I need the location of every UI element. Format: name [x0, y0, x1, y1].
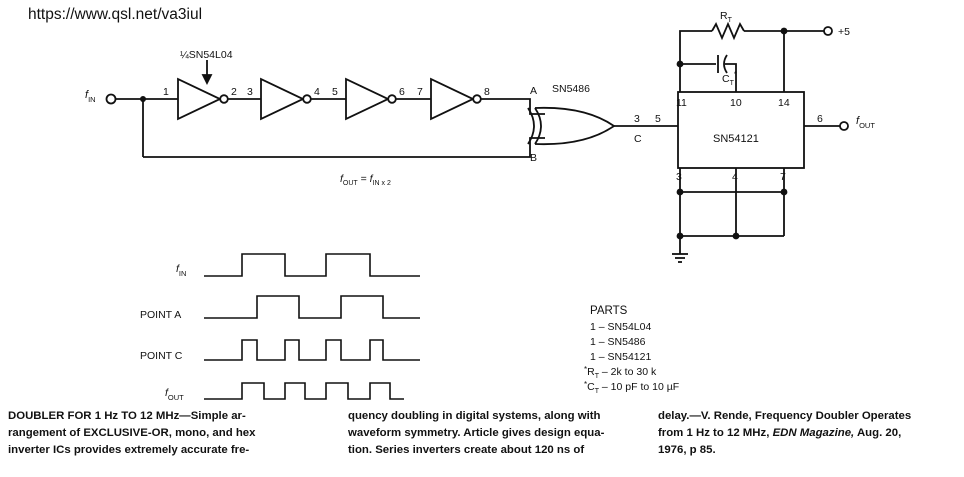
mono-label: SN54121: [713, 133, 759, 145]
parts-line: 1 – SN5486: [590, 336, 646, 348]
inverter-label: ¼SN54L04: [180, 49, 233, 61]
parts-title: PARTS: [590, 305, 628, 317]
rt-label: RT: [720, 10, 733, 24]
pin-number: 5: [655, 113, 661, 125]
waveform-label-point-c: POINT C: [140, 350, 183, 362]
junction-dot: [676, 188, 684, 196]
xor-label: SN5486: [552, 83, 590, 95]
waveform-point-c: [204, 339, 420, 361]
pin-number: 7: [417, 86, 423, 98]
node-label-b: B: [530, 152, 537, 164]
pin-number: 3: [634, 113, 640, 125]
caption-line: quency doubling in digital systems, alon…: [348, 410, 601, 422]
parts-line: 1 – SN54L04: [590, 321, 651, 333]
supply-label: +5: [838, 26, 850, 38]
junction-dot: [140, 96, 146, 102]
pin-number: 7: [780, 171, 786, 183]
url-label[interactable]: https://www.qsl.net/va3iul: [28, 6, 203, 23]
junction-dot: [780, 27, 788, 35]
caption-line: DOUBLER FOR 1 Hz TO 12 MHz—Simple ar-: [8, 410, 246, 422]
pin-number: 14: [778, 97, 790, 109]
caption-line: inverter ICs provides extremely accurate…: [8, 444, 250, 456]
parts-line-rt: *RT – 2k to 30 k: [584, 365, 657, 380]
node-label-a: A: [530, 85, 537, 97]
pin-number: 2: [231, 86, 237, 98]
caption-line: from 1 Hz to 12 MHz, EDN Magazine, Aug. …: [658, 427, 902, 439]
ct-label: CT*: [722, 70, 737, 87]
pin-number: 3: [676, 171, 682, 183]
junction-dot: [676, 232, 684, 240]
waveform-fout: [204, 382, 404, 400]
supply-terminal: [823, 26, 833, 36]
node-label-c: C: [634, 133, 642, 145]
caption-line: rangement of EXCLUSIVE-OR, mono, and hex: [8, 427, 256, 439]
pin-number: 6: [817, 113, 823, 125]
caption-column-3: delay.—V. Rende, Frequency Doubler Opera…: [658, 408, 958, 459]
pin-number: 4: [314, 86, 320, 98]
magazine-name: EDN Magazine,: [772, 427, 855, 439]
pin-number: 8: [484, 86, 490, 98]
input-label: fIN: [85, 89, 96, 104]
caption-line: waveform symmetry. Article gives design …: [348, 427, 605, 439]
junction-dot: [732, 232, 740, 240]
mono-ic-box: [677, 91, 805, 169]
inverter-3: [345, 77, 391, 121]
waveform-point-a: [204, 295, 420, 319]
resistor-rt: [711, 21, 745, 41]
pin-number: 6: [399, 86, 405, 98]
pin-number: 10: [730, 97, 742, 109]
inverter-2: [260, 77, 306, 121]
frequency-relation: fOUT = fIN x 2: [340, 173, 391, 187]
parts-line-ct: *CT – 10 pF to 10 µF: [584, 380, 679, 395]
inverter-4: [430, 77, 476, 121]
pin-number: 1: [163, 86, 169, 98]
caption-column-2: quency doubling in digital systems, alon…: [348, 408, 638, 459]
pin-number: 4: [732, 171, 738, 183]
waveform-label-fout: fOUT: [165, 387, 184, 402]
pin-number: 5: [332, 86, 338, 98]
input-terminal: [105, 93, 117, 105]
junction-dot: [676, 60, 684, 68]
pin-number: 3: [247, 86, 253, 98]
caption-line: 1976, p 85.: [658, 444, 716, 456]
output-label: fOUT: [856, 115, 875, 130]
parts-line: 1 – SN54121: [590, 351, 651, 363]
waveform-label-fin: fIN: [176, 263, 186, 278]
caption-line: tion. Series inverters create about 120 …: [348, 444, 585, 456]
inverter-1: [177, 77, 223, 121]
output-terminal: [839, 121, 849, 131]
pin-number: 11: [676, 97, 687, 109]
junction-dot: [780, 188, 788, 196]
caption-column-1: DOUBLER FOR 1 Hz TO 12 MHz—Simple ar- ra…: [8, 408, 308, 459]
waveform-fin: [204, 253, 420, 277]
waveform-label-point-a: POINT A: [140, 309, 181, 321]
caption-line: delay.—V. Rende, Frequency Doubler Opera…: [658, 410, 912, 422]
